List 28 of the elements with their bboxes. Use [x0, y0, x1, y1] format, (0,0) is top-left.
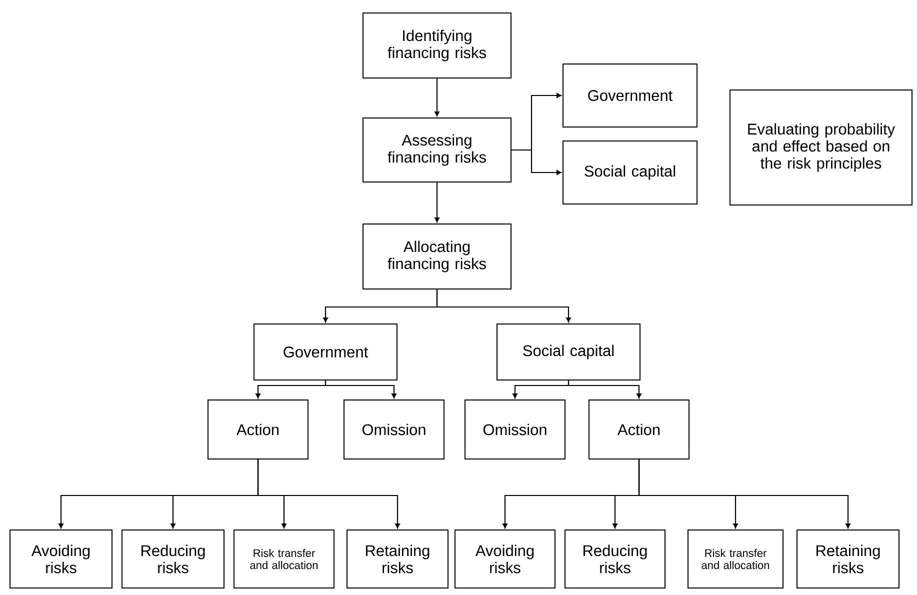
process-box: Allocating financing risks [362, 224, 512, 290]
process-box: Evaluating probability and effect based on the risk principles [730, 90, 913, 206]
process-box: Action [208, 400, 308, 460]
process-box: Identifying financing risks [362, 12, 512, 78]
process-box: Avoiding risks [454, 530, 556, 588]
process-box: Avoiding risks [10, 530, 112, 588]
process-box: Reducing risks [564, 530, 666, 588]
process-box: Government [254, 324, 398, 380]
arrow [257, 460, 400, 528]
arrow [434, 182, 440, 222]
process-box: Omission [464, 400, 566, 460]
process-box: Retaining risks [346, 530, 448, 588]
process-box: Risk transfer and allocation [688, 530, 784, 588]
process-box: Retaining risks [796, 530, 900, 588]
process-box: Social capital [562, 140, 698, 204]
process-box: Assessing financing risks [362, 118, 512, 182]
process-box: Omission [344, 400, 444, 460]
arrow [324, 380, 396, 398]
arrow [436, 290, 571, 322]
arrow [638, 460, 850, 528]
process-box: Social capital [496, 324, 640, 380]
arrow [434, 78, 440, 116]
process-box: Reducing risks [122, 530, 224, 588]
arrow [512, 149, 562, 175]
process-box: Government [562, 64, 698, 128]
arrow [568, 380, 642, 398]
process-box: Action [588, 400, 690, 460]
process-box: Risk transfer and allocation [234, 530, 334, 588]
